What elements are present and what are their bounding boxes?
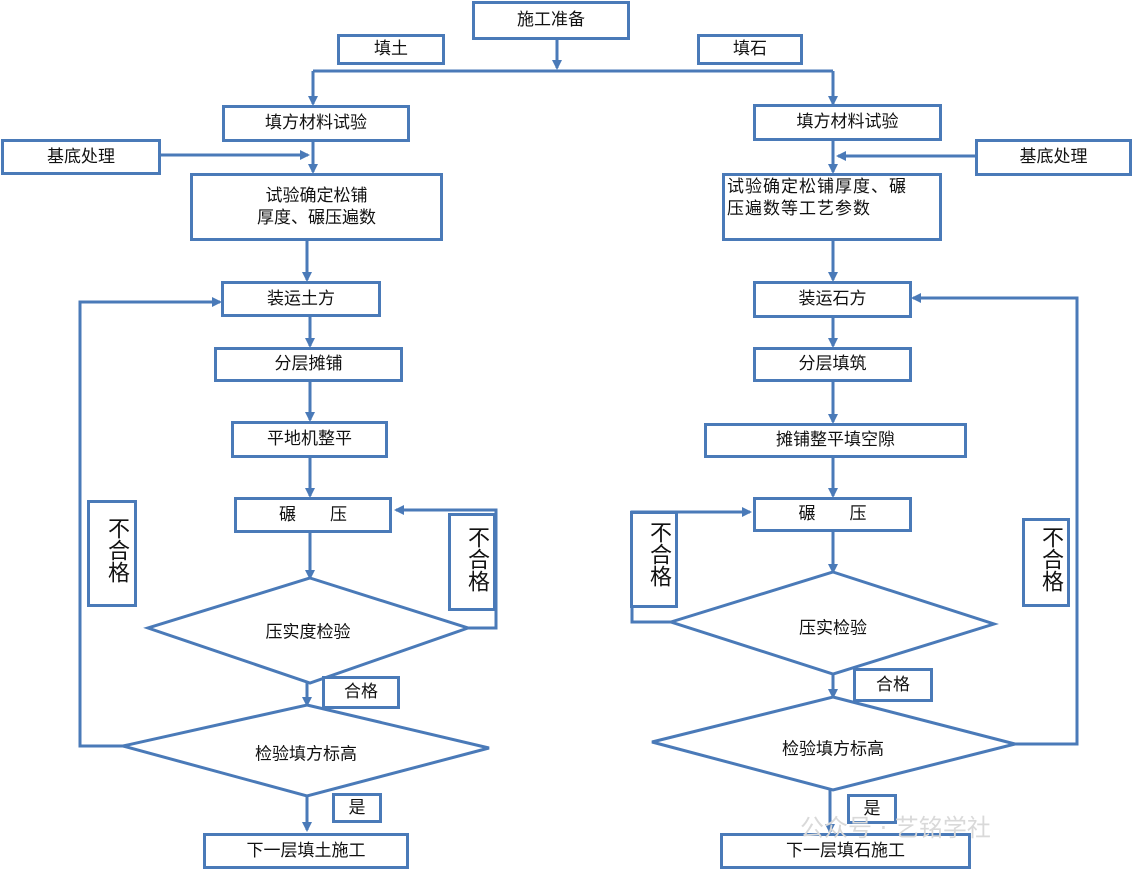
node-l-material-test: 填方材料试验 bbox=[222, 105, 410, 142]
label-r-compact-check: 压实检验 bbox=[799, 618, 867, 639]
node-l-fail-inner bbox=[448, 513, 496, 611]
node-l-next: 下一层填土施工 bbox=[203, 833, 409, 869]
node-l-trial-line2: 厚度、碾压遍数 bbox=[257, 208, 376, 228]
label-l-compact-check: 压实度检验 bbox=[265, 622, 351, 643]
node-l-fail-inner-label: 不合格 bbox=[464, 526, 489, 592]
node-r-trial-line1: 试验确定松铺厚度、碾 bbox=[727, 177, 907, 197]
watermark: 公众号 · 艺铭学社 bbox=[800, 814, 991, 842]
node-branch-right: 填石 bbox=[697, 34, 803, 65]
label-l-elev-check: 检验填方标高 bbox=[255, 744, 357, 765]
node-r-fail-inner bbox=[630, 511, 678, 608]
node-l-level: 平地机整平 bbox=[231, 421, 388, 458]
decision-l-compact-check bbox=[143, 576, 473, 685]
decision-r-elev-check bbox=[651, 695, 1016, 792]
decision-l-elev-check bbox=[122, 703, 490, 798]
node-r-yes: 是 bbox=[847, 794, 897, 824]
node-l-trial: 试验确定松铺 厚度、碾压遍数 bbox=[190, 173, 443, 241]
node-r-next: 下一层填石施工 bbox=[720, 833, 971, 869]
node-l-trial-line1: 试验确定松铺 bbox=[265, 185, 368, 206]
node-l-fail-outer bbox=[87, 500, 137, 607]
node-l-spread: 分层摊铺 bbox=[214, 347, 403, 382]
node-l-roll: 碾 压 bbox=[234, 497, 392, 533]
node-r-load: 装运石方 bbox=[753, 281, 912, 318]
connector-l-elev-fail-loop bbox=[78, 297, 222, 748]
connector-r-elev-fail-loop bbox=[911, 293, 1079, 746]
node-l-fail-outer-label: 不合格 bbox=[104, 517, 129, 583]
connector-l-compact-fail-loop bbox=[394, 505, 498, 630]
node-r-trial-line2: 压遍数等工艺参数 bbox=[727, 199, 871, 220]
node-r-base: 基底处理 bbox=[975, 139, 1132, 176]
node-start: 施工准备 bbox=[472, 1, 630, 40]
node-l-pass: 合格 bbox=[322, 676, 400, 709]
node-r-trial: 试验确定松铺厚度、碾 压遍数等工艺参数 bbox=[722, 173, 942, 241]
label-r-elev-check: 检验填方标高 bbox=[782, 739, 884, 760]
node-r-fill: 分层填筑 bbox=[753, 347, 912, 382]
node-r-fail-outer bbox=[1022, 518, 1070, 607]
node-branch-left: 填土 bbox=[337, 34, 445, 65]
node-l-yes: 是 bbox=[332, 793, 382, 823]
node-r-pass: 合格 bbox=[853, 668, 933, 702]
decision-r-compact-check bbox=[666, 570, 999, 676]
node-r-roll: 碾 压 bbox=[753, 497, 912, 532]
node-l-load: 装运土方 bbox=[221, 281, 381, 317]
node-l-base: 基底处理 bbox=[1, 139, 161, 175]
node-r-fail-inner-label: 不合格 bbox=[646, 521, 671, 587]
node-r-spread: 摊铺整平填空隙 bbox=[704, 423, 967, 458]
node-r-fail-outer-label: 不合格 bbox=[1038, 526, 1063, 592]
node-r-material-test: 填方材料试验 bbox=[753, 104, 942, 141]
